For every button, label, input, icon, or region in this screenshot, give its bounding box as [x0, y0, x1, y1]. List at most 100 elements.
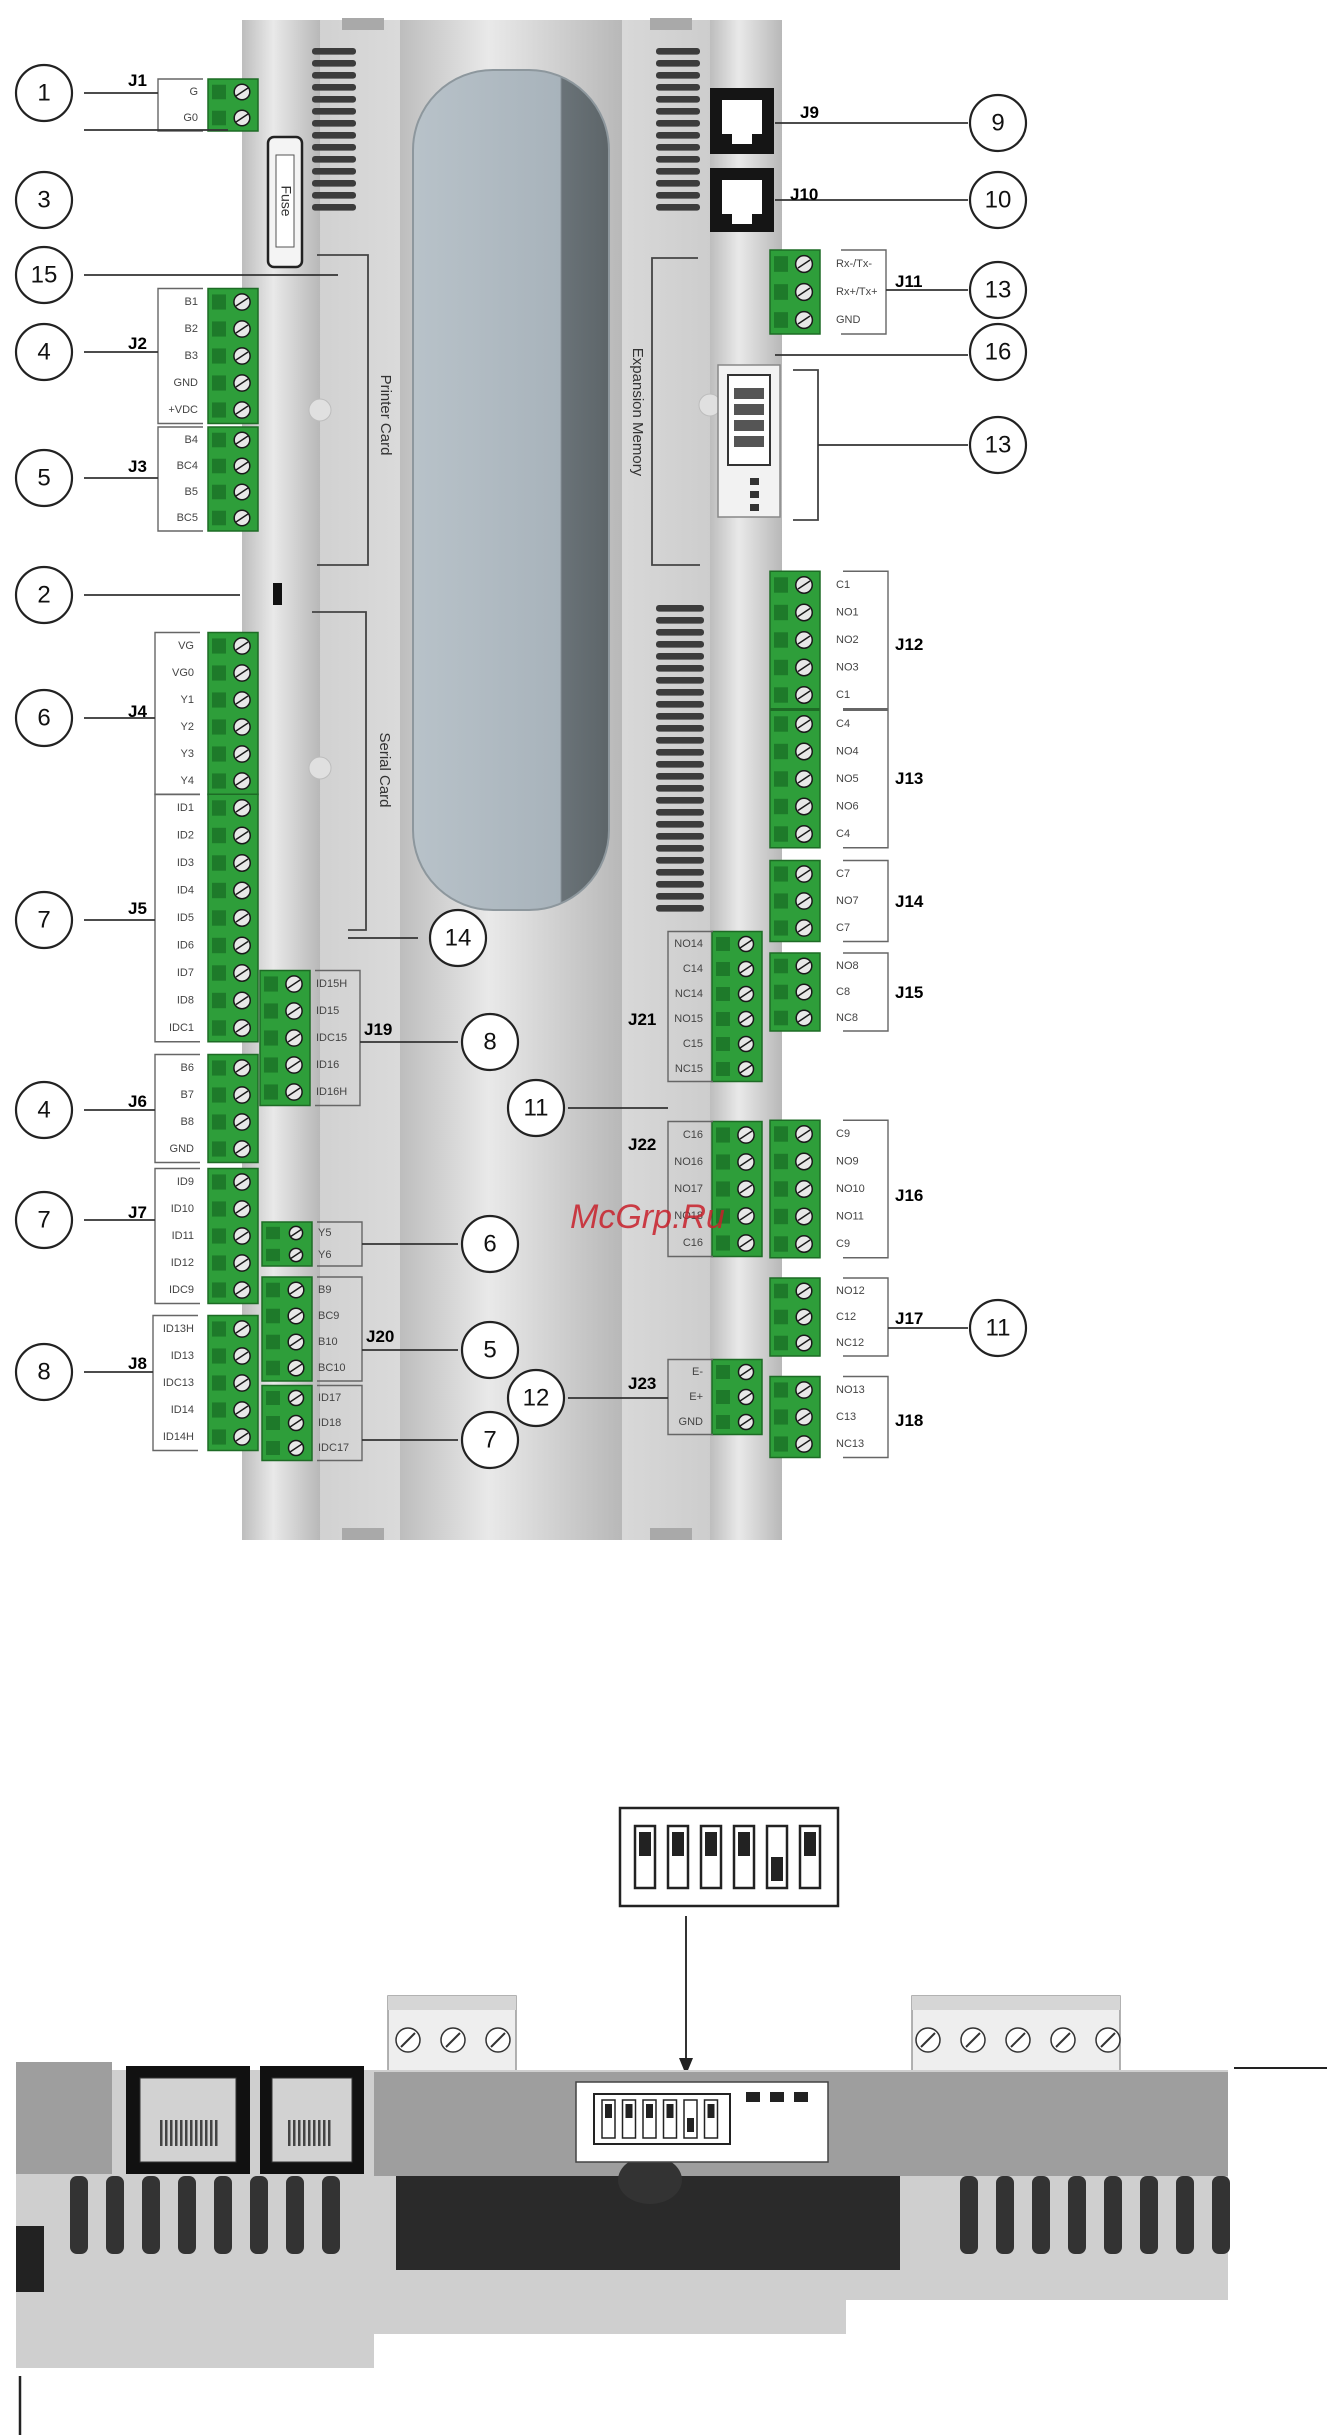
bottom-clip-right	[650, 1528, 692, 1540]
printer-card-label: Printer Card	[377, 375, 394, 456]
screw-slot	[797, 1312, 811, 1322]
screw-slot	[235, 351, 249, 361]
pin-bracket-j15	[843, 952, 889, 1032]
side-dip-lever	[605, 2104, 612, 2118]
vent-slot	[656, 677, 704, 684]
terminal-slot	[212, 1141, 226, 1157]
j23-label: J23	[628, 1374, 656, 1393]
terminal-slot	[716, 1208, 730, 1224]
j22-label: J22	[628, 1135, 656, 1154]
side-socket-1[interactable]	[126, 2066, 250, 2174]
terminal-slot	[212, 402, 226, 418]
vent-slot	[656, 785, 704, 792]
vent-slot	[312, 132, 356, 139]
j9-label: J9	[800, 103, 819, 122]
pin-label-j19: ID15H	[316, 978, 347, 990]
screw-slot	[235, 378, 249, 388]
pin-label-j13: C4	[836, 828, 850, 840]
pin-label-j14: C7	[836, 868, 850, 880]
terminal-block-j4[interactable]	[207, 631, 259, 796]
terminal-slot	[716, 962, 730, 976]
callout-number: 11	[524, 1094, 549, 1121]
socket-pin	[195, 2120, 198, 2146]
vent-slot	[656, 204, 700, 211]
terminal-blocks	[207, 78, 821, 1462]
side-socket-2[interactable]	[260, 2066, 364, 2174]
j7-label: J7	[128, 1203, 147, 1222]
screw-slot	[235, 1432, 249, 1442]
side-vent	[996, 2176, 1014, 2254]
pin-label-j13: NO5	[836, 773, 859, 785]
socket-pin	[215, 2120, 218, 2146]
pin-label-j7: ID12	[171, 1257, 194, 1269]
screw-slot	[235, 1177, 249, 1187]
screw-slot	[797, 1286, 811, 1296]
screw-slot	[797, 987, 811, 997]
side-vent	[250, 2176, 268, 2254]
pin-bracket-j13	[843, 709, 889, 849]
terminal-slot	[212, 1020, 226, 1036]
pin-label-j3: BC5	[177, 512, 198, 524]
serial-card-bracket	[312, 611, 367, 931]
dip-pointer-arrow	[679, 2058, 693, 2075]
j9-socket[interactable]	[710, 88, 774, 154]
terminal-slot	[716, 1127, 730, 1143]
callout-number: 6	[483, 1230, 496, 1257]
screw-slot	[235, 1023, 249, 1033]
callout-circle	[14, 170, 74, 230]
callout-circle	[506, 1078, 566, 1138]
pin-label-j17: NC12	[836, 1337, 864, 1349]
pin-bracket-j12	[843, 570, 889, 710]
vent-slot	[656, 617, 704, 624]
pin-label-j19: IDC15	[316, 1032, 347, 1044]
vent-slot	[312, 192, 356, 199]
pin-bracket-j16	[843, 1119, 889, 1259]
pin-label-j20c: ID17	[318, 1392, 341, 1404]
socket-pin	[313, 2120, 316, 2146]
vent-slot	[312, 180, 356, 187]
j10-label: J10	[790, 185, 818, 204]
pin-bracket-j21	[667, 930, 713, 1083]
pin-bracket-j5	[154, 793, 200, 1043]
terminal-slot	[774, 312, 788, 328]
j17-label: J17	[895, 1309, 923, 1328]
side-vent	[1140, 2176, 1158, 2254]
side-screw-slot	[400, 2032, 416, 2048]
terminal-slot	[264, 976, 278, 992]
screw-slot	[235, 803, 249, 813]
pin-bracket-j22	[667, 1120, 713, 1258]
callout-number: 4	[37, 1096, 50, 1123]
screw-slot	[235, 1204, 249, 1214]
vent-slot	[312, 120, 356, 127]
vent-slot	[656, 797, 704, 804]
vent-slot	[656, 689, 704, 696]
serial-card-label: Serial Card	[376, 732, 393, 807]
callout-number: 10	[985, 186, 1012, 213]
vent-slot	[656, 809, 704, 816]
screw-slot	[235, 940, 249, 951]
screw-slot	[797, 607, 811, 618]
pin-label-j5: ID1	[177, 802, 194, 814]
pin-bracket-j18	[843, 1375, 889, 1459]
screw-slot	[797, 315, 811, 325]
pin-label-j20b: B9	[318, 1284, 331, 1296]
side-vent	[214, 2176, 232, 2254]
terminal-block-j21[interactable]	[711, 930, 763, 1083]
screw-slot	[235, 1324, 249, 1334]
screw-slot	[739, 1157, 753, 1167]
j12-label: J12	[895, 635, 923, 654]
terminal-slot	[266, 1360, 280, 1376]
vent-slot	[656, 144, 700, 151]
j13-label: J13	[895, 769, 923, 788]
screw-slot	[739, 1130, 753, 1140]
pin-label-j21: NO15	[674, 1013, 703, 1025]
j10-socket[interactable]	[710, 168, 774, 232]
terminal-slot	[212, 719, 226, 735]
j1-label: J1	[128, 71, 147, 90]
callout-circle	[968, 415, 1028, 475]
pin-label-j22: C16	[683, 1129, 703, 1141]
callout-circle	[14, 1190, 74, 1250]
terminal-slot	[212, 910, 226, 926]
